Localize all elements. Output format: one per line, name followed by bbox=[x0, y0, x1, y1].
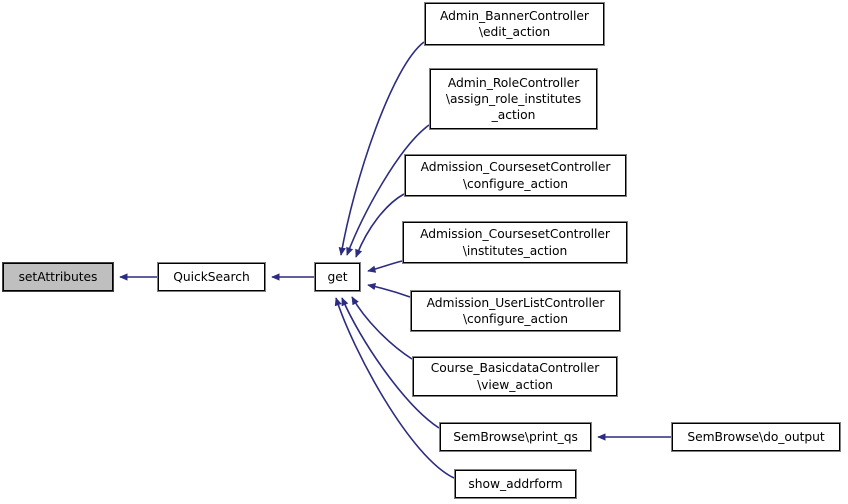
node-quicksearch[interactable]: QuickSearch bbox=[157, 262, 266, 292]
node-label: Admission_CoursesetController \institute… bbox=[420, 227, 610, 258]
node-admin-rolecontroller-assign-role-institutes-action[interactable]: Admin_RoleController \assign_role_instit… bbox=[429, 68, 598, 130]
node-setattributes[interactable]: setAttributes bbox=[2, 262, 114, 292]
node-label: get bbox=[327, 269, 348, 284]
node-label: show_addrform bbox=[468, 476, 563, 491]
edge-admin-rolecontroller-get bbox=[346, 124, 430, 256]
node-label: QuickSearch bbox=[173, 269, 250, 284]
node-label: SemBrowse\do_output bbox=[687, 429, 825, 444]
node-sembrowse-do-output[interactable]: SemBrowse\do_output bbox=[671, 422, 841, 452]
edge-sembrowse-printqs-get bbox=[341, 297, 440, 429]
node-label: Admission_UserListController \configure_… bbox=[426, 295, 605, 326]
node-label: Admin_BannerController \edit_action bbox=[440, 8, 589, 39]
node-label: Admission_CoursesetController \configure… bbox=[420, 160, 611, 191]
node-admission-coursesetcontroller-institutes-action[interactable]: Admission_CoursesetController \institute… bbox=[402, 221, 628, 264]
node-admission-coursesetcontroller-configure-action[interactable]: Admission_CoursesetController \configure… bbox=[404, 154, 627, 197]
edge-admission-coursesetcontroller-configure-get bbox=[355, 193, 405, 258]
node-label: setAttributes bbox=[18, 269, 98, 284]
node-admin-bannercontroller-edit-action[interactable]: Admin_BannerController \edit_action bbox=[424, 2, 605, 46]
node-course-basicdatacontroller-view-action[interactable]: Course_BasicdataController \view_action bbox=[412, 356, 618, 397]
edge-course-basicdatacontroller-get bbox=[351, 296, 413, 360]
edge-admin-bannercontroller-get bbox=[338, 41, 425, 256]
edge-admission-userlistcontroller-get bbox=[367, 282, 411, 298]
node-label: SemBrowse\print_qs bbox=[453, 429, 578, 444]
edge-admission-coursesetcontroller-institutes-get bbox=[367, 260, 403, 273]
node-label: Admin_RoleController \assign_role_instit… bbox=[445, 75, 582, 123]
node-sembrowse-print-qs[interactable]: SemBrowse\print_qs bbox=[439, 422, 592, 452]
node-admission-userlistcontroller-configure-action[interactable]: Admission_UserListController \configure_… bbox=[410, 290, 621, 332]
node-label: Course_BasicdataController \view_action bbox=[430, 361, 600, 392]
node-show-addrform[interactable]: show_addrform bbox=[454, 469, 577, 499]
edge-show-addrform-get bbox=[334, 297, 455, 479]
node-get[interactable]: get bbox=[314, 262, 361, 292]
